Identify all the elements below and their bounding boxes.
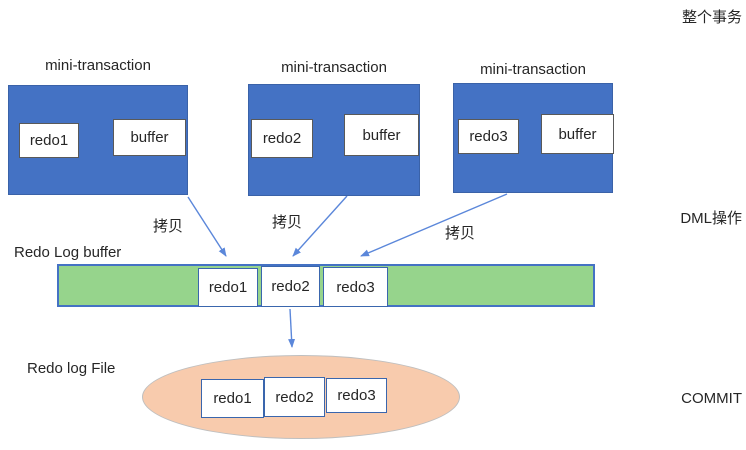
mini-transaction-1: mini-transaction redo1 buffer — [8, 57, 188, 195]
copy-label-3: 拷贝 — [445, 225, 476, 242]
mini-transaction-3: mini-transaction redo3 buffer — [453, 59, 614, 194]
copy-arrow-1 — [187, 196, 227, 257]
buffer-entry-redo2: redo2 — [261, 266, 320, 307]
label-whole-transaction: 整个事务 — [681, 9, 742, 26]
redo1-node: redo1 — [19, 123, 79, 158]
mini-transaction-2: mini-transaction redo2 buffer — [248, 57, 420, 196]
copy-label-2: 拷贝 — [272, 214, 303, 231]
file-entry-redo1: redo1 — [201, 379, 264, 418]
mini-transaction-1-title: mini-transaction — [45, 57, 151, 74]
file-entry-redo3: redo3 — [326, 378, 387, 413]
copy-arrow-3 — [360, 193, 508, 257]
copy-label-1: 拷贝 — [153, 218, 184, 235]
buffer-entry-redo3: redo3 — [323, 267, 388, 307]
redo-log-file-label: Redo log File — [27, 360, 116, 377]
redo-log-buffer-bar: redo1 redo2 redo3 — [57, 264, 595, 307]
mini-transaction-2-title: mini-transaction — [281, 59, 387, 76]
redo3-node: redo3 — [458, 119, 519, 154]
redo2-node: redo2 — [251, 119, 313, 158]
label-dml-operation: DML操作 — [680, 210, 742, 227]
mini-transaction-1-box: redo1 buffer — [8, 85, 188, 195]
file-entry-redo2: redo2 — [264, 377, 325, 417]
mini-transaction-3-title: mini-transaction — [480, 61, 586, 78]
mini-transaction-2-box: redo2 buffer — [248, 84, 420, 196]
buffer2-node: buffer — [344, 114, 419, 156]
mini-transaction-3-box: redo3 buffer — [453, 83, 614, 193]
label-commit: COMMIT — [681, 390, 742, 407]
buffer3-node: buffer — [541, 114, 614, 154]
buffer1-node: buffer — [113, 119, 186, 156]
redo-log-buffer-label: Redo Log buffer — [14, 244, 122, 261]
buffer-entry-redo1: redo1 — [198, 268, 258, 307]
buffer-to-file-arrow — [288, 308, 296, 348]
